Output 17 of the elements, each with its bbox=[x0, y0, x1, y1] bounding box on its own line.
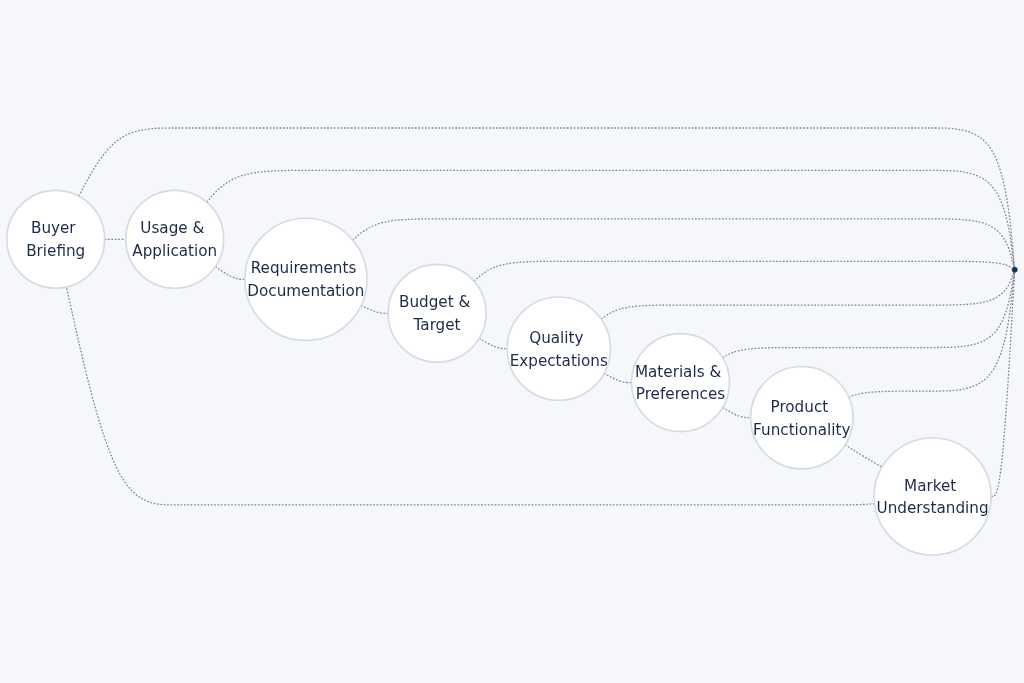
node-circle: Materials & Preferences bbox=[630, 332, 731, 433]
node-circle: Buyer Briefing bbox=[5, 189, 106, 290]
node-circle: Usage & Application bbox=[124, 189, 225, 290]
connector bbox=[478, 337, 508, 350]
connector bbox=[206, 169, 1015, 268]
node-circle: Budget & Target bbox=[387, 263, 487, 364]
node-circle: Quality Expectations bbox=[506, 296, 612, 402]
connector bbox=[600, 271, 1015, 320]
node-circle: Product Functionality bbox=[749, 365, 854, 470]
connector bbox=[351, 218, 1015, 268]
connector bbox=[78, 127, 1016, 268]
node-circle: Market Understanding bbox=[873, 437, 992, 556]
connector bbox=[473, 260, 1014, 282]
node-circle: Requirements Documentation bbox=[243, 217, 368, 342]
node-circle bbox=[1011, 266, 1018, 273]
connector bbox=[722, 271, 1015, 359]
connector bbox=[844, 444, 883, 468]
